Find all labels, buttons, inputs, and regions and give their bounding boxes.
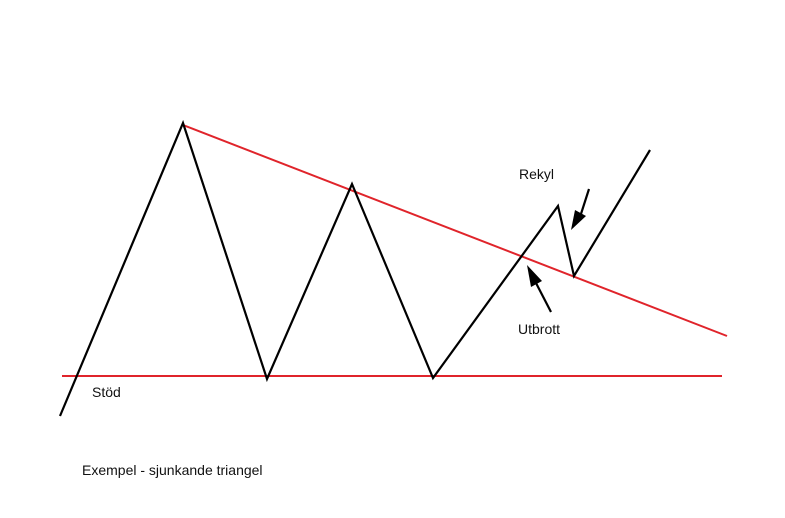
caption: Exempel - sjunkande triangel [82, 462, 263, 478]
pullback-arrow-icon [571, 188, 591, 230]
price-path-line [58, 119, 651, 417]
descending-resistance-line [182, 124, 728, 337]
support-label: Stöd [92, 384, 121, 400]
breakout-label: Utbrott [518, 321, 561, 337]
breakout-arrow-icon [527, 265, 552, 313]
pullback-label: Rekyl [519, 166, 555, 182]
